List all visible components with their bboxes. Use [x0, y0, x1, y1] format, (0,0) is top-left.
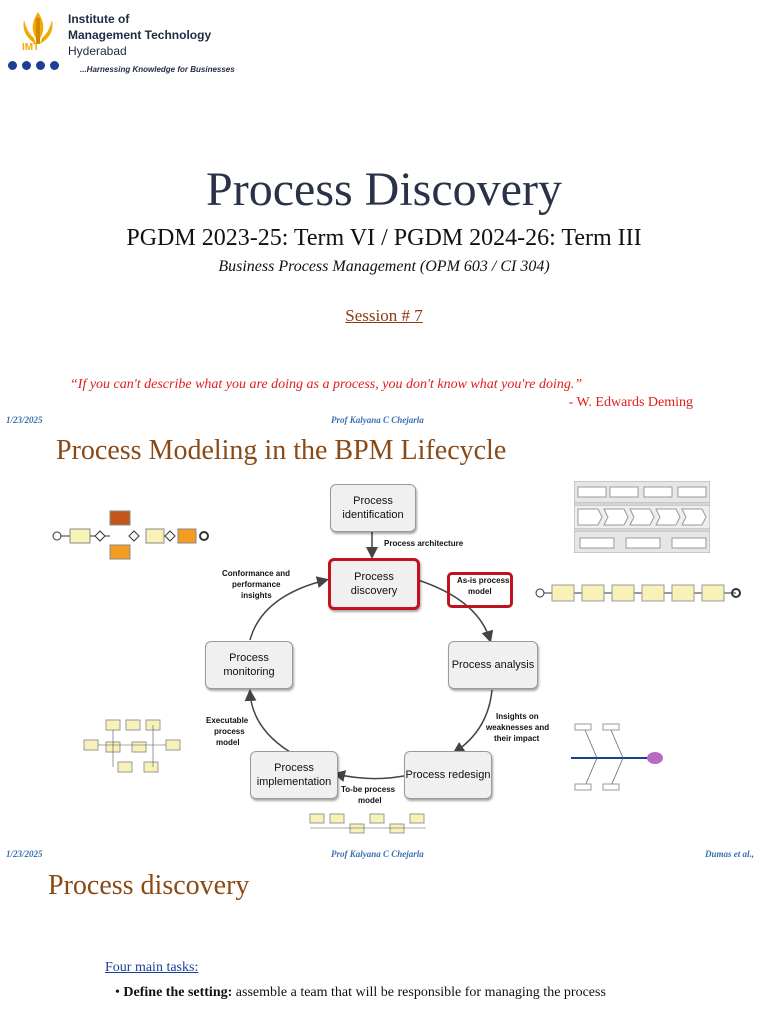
bullet-title: Define the setting:: [123, 985, 233, 1000]
bullet-text: assemble a team that will be responsible…: [232, 985, 606, 1000]
slide-subtitle: PGDM 2023-25: Term VI / PGDM 2024-26: Te…: [126, 225, 642, 251]
logo-dot: [8, 61, 17, 70]
footer-presenter: Prof Kalyana C Chejarla: [331, 849, 424, 859]
process-analysis-box: Process analysis: [448, 641, 538, 689]
logo-dot: [36, 61, 45, 70]
as-is-model-thumbnail: [535, 584, 741, 602]
process-identification-box: Process identification: [330, 484, 416, 532]
to-be-model-thumbnail: [309, 813, 426, 834]
as-is-model-highlight: [447, 572, 513, 608]
imt-logo: [14, 8, 62, 56]
course-name: Business Process Management (OPM 603 / C…: [218, 258, 550, 275]
session-number: Session # 7: [345, 306, 423, 325]
process-architecture-thumbnail: [574, 481, 710, 553]
as-is-label-line2: model: [468, 587, 492, 596]
quote: “If you can't describe what you are doin…: [70, 377, 583, 392]
to-be-label-line1: To-be process: [341, 785, 396, 794]
process-architecture-label: Process architecture: [384, 539, 464, 548]
executable-label-line1: Executable: [206, 716, 249, 725]
quote-author: - W. Edwards Deming: [568, 395, 693, 410]
imt-emblem-icon: [23, 12, 53, 44]
executable-model-thumbnail: [74, 712, 186, 780]
insights-label-line2: weaknesses and: [486, 723, 550, 732]
insights-label-line3: their impact: [494, 734, 540, 743]
logo-tagline: ...Harnessing Knowledge for Businesses: [80, 65, 235, 74]
logo-dot: [50, 61, 59, 70]
task-bullet-1: • Define the setting: assemble a team th…: [115, 985, 606, 1001]
as-is-label-line1: As-is process: [457, 576, 510, 585]
executable-label-line2: process: [214, 727, 245, 736]
process-redesign-box: Process redesign: [404, 751, 492, 799]
footer-citation: Dumas et al.,: [705, 849, 755, 859]
lifecycle-slide-title: Process Modeling in the BPM Lifecycle: [56, 435, 507, 466]
logo-line3: Hyderabad: [68, 44, 127, 58]
issue-fishbone-thumbnail: [565, 722, 667, 792]
to-be-label-line2: model: [358, 796, 382, 805]
logo-line1: Institute of: [68, 12, 130, 26]
logo-dot: [22, 61, 31, 70]
slide-title-main: Process Discovery: [206, 163, 562, 216]
process-monitoring-box: Process monitoring: [205, 641, 293, 689]
bullet-marker: •: [115, 985, 124, 1000]
footer-date: 1/23/2025: [6, 415, 43, 425]
logo-abbr: IMT: [22, 42, 40, 53]
logo-line2: Management Technology: [68, 28, 212, 42]
conformance-label-line2: performance: [232, 580, 281, 589]
conformance-label-line3: insights: [241, 591, 272, 600]
conformance-label-line1: Conformance and: [222, 569, 291, 578]
process-discovery-box: Process discovery: [328, 558, 420, 610]
tasks-heading: Four main tasks:: [105, 960, 199, 975]
insights-label-line1: Insights on: [496, 712, 539, 721]
footer-date: 1/23/2025: [6, 849, 43, 859]
footer-presenter: Prof Kalyana C Chejarla: [331, 415, 424, 425]
process-discovery-slide-title: Process discovery: [48, 870, 250, 901]
bpmn-thumbnail-top-left: [52, 510, 209, 560]
process-implementation-box: Process implementation: [250, 751, 338, 799]
executable-label-line3: model: [216, 738, 240, 747]
